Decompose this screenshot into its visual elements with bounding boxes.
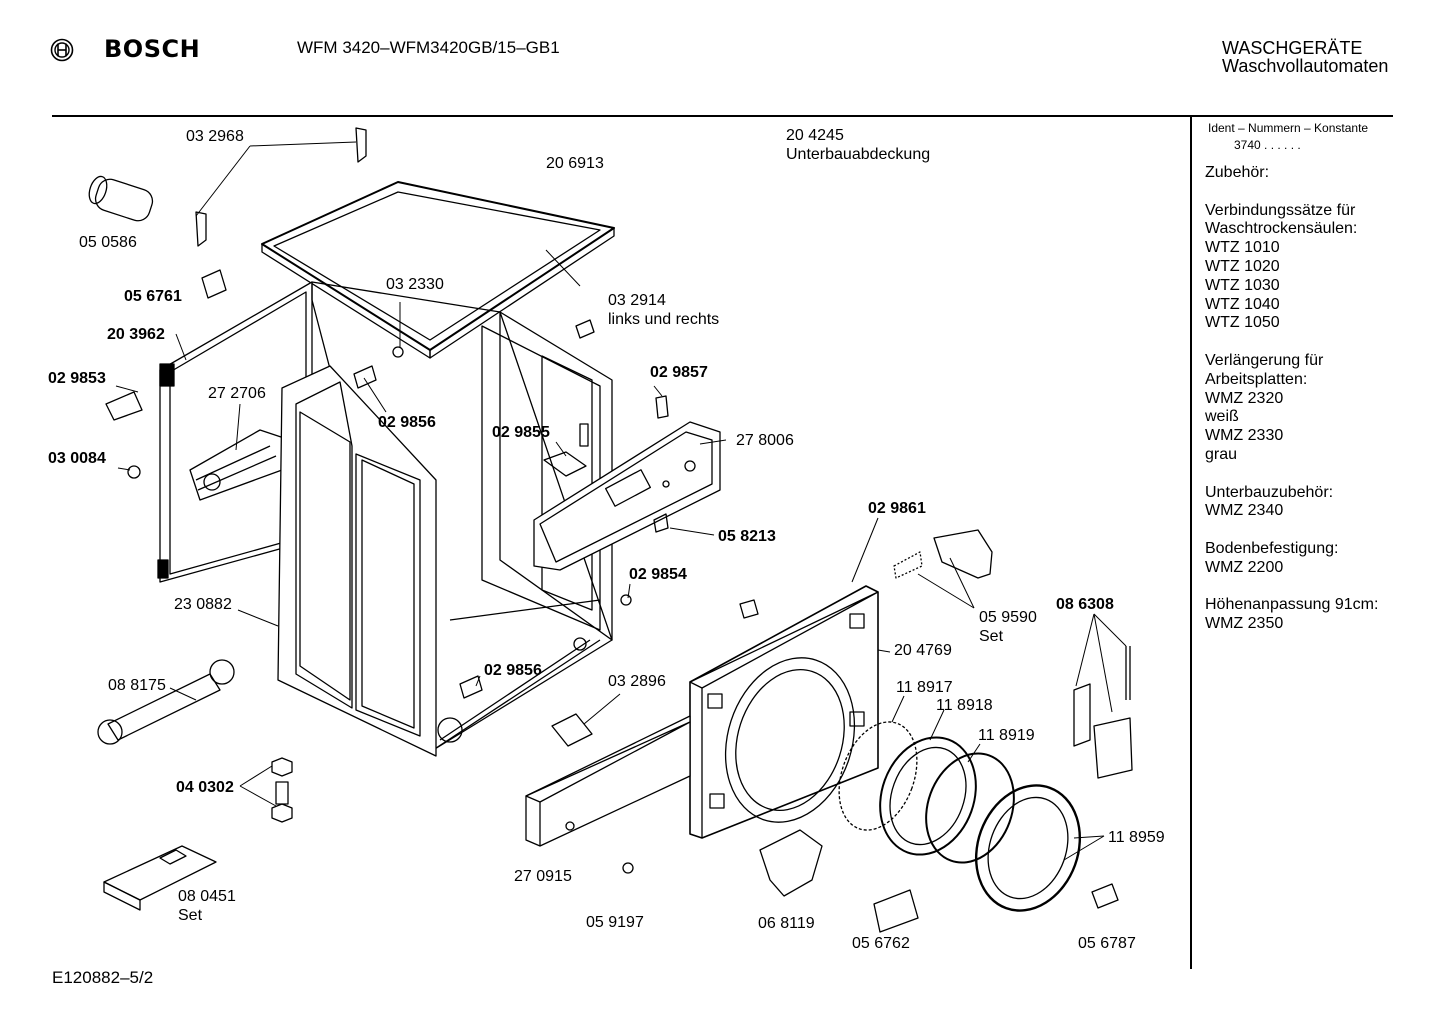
accessory-line: Zubehör: <box>1205 164 1270 181</box>
part-label-270915: 27 0915 <box>514 868 572 885</box>
part-label-040302: 04 0302 <box>176 779 234 796</box>
part-label-059197: 05 9197 <box>586 914 644 931</box>
part-label-230882: 23 0882 <box>174 596 232 613</box>
top-cover-part <box>261 181 615 359</box>
ident-value: 3740 . . . . . . <box>1234 138 1301 152</box>
part-note-080451: Set <box>178 907 203 924</box>
part-label-029855: 02 9855 <box>492 424 550 441</box>
hinge-part <box>893 529 993 579</box>
spanner-part <box>97 659 235 745</box>
accessory-line: WTZ 1010 <box>1205 239 1280 257</box>
part-label-118918: 11 8918 <box>936 697 993 714</box>
part-label-278006: 27 8006 <box>736 432 794 449</box>
part-label-032914: 03 2914 <box>608 292 666 309</box>
part-label-118919: 11 8919 <box>978 727 1035 744</box>
part-label-206913: 20 6913 <box>546 155 604 172</box>
clip-032968-part <box>195 127 367 247</box>
nut-bolt-part <box>271 757 293 823</box>
side-panel-part <box>277 365 437 757</box>
category-subtitle: Waschvollautomaten <box>1222 56 1389 76</box>
part-label-204769: 20 4769 <box>894 642 952 659</box>
accessory-line: Höhenanpassung 91cm: <box>1205 596 1379 614</box>
foot-plate-part <box>103 845 217 911</box>
brand-name: BOSCH <box>104 35 201 63</box>
accessory-line: WTZ 1040 <box>1205 295 1280 313</box>
accessory-line: WMZ 2330 <box>1205 427 1284 445</box>
part-label-050586: 05 0586 <box>79 234 137 251</box>
part-label-030084: 03 0084 <box>48 450 106 467</box>
part-label-088175: 08 8175 <box>108 677 166 694</box>
accessory-line: Bodenbefestigung: <box>1205 539 1339 557</box>
front-panel-part <box>689 585 879 839</box>
accessory-line: WTZ 1020 <box>1205 257 1280 275</box>
header-divider <box>52 115 1393 117</box>
sidebar-divider <box>1190 117 1192 969</box>
part-label-029854: 02 9854 <box>629 566 687 583</box>
part-note-059590: Set <box>979 628 1004 645</box>
part-label-029853: 02 9853 <box>48 370 106 387</box>
part-label-118917: 11 8917 <box>896 679 953 696</box>
part-label-272706: 27 2706 <box>208 385 266 402</box>
door-ring-parts <box>838 721 1082 912</box>
accessory-line: WMZ 2320 <box>1205 389 1284 407</box>
plinth-part <box>525 715 691 847</box>
small-clips-part <box>105 269 759 874</box>
model-title: WFM 3420–WFM3420GB/15–GB1 <box>297 38 560 57</box>
part-label-118959: 11 8959 <box>1108 829 1165 846</box>
part-label-203962: 20 3962 <box>107 326 165 343</box>
part-label-029856-lower: 02 9856 <box>484 662 542 679</box>
part-label-032896: 03 2896 <box>608 673 666 690</box>
accessory-line: WTZ 1050 <box>1205 314 1280 332</box>
part-label-086308: 08 6308 <box>1056 596 1114 613</box>
part-label-029857: 02 9857 <box>650 364 708 381</box>
accessory-line: Verbindungssätze für <box>1205 201 1356 219</box>
part-label-204245: 20 4245 <box>786 127 844 144</box>
doc-code: E120882–5/2 <box>52 968 154 987</box>
part-label-029861: 02 9861 <box>868 500 926 517</box>
pump-filter-part <box>88 175 154 222</box>
ident-title: Ident – Nummern – Konstante <box>1208 121 1369 135</box>
leader-lines <box>115 141 1127 861</box>
part-label-032968: 03 2968 <box>186 128 244 145</box>
accessory-line: WMZ 2350 <box>1205 615 1284 633</box>
part-label-032330: 03 2330 <box>386 276 444 293</box>
stacking-kit-part <box>1073 646 1133 779</box>
door-handle-part <box>759 829 823 897</box>
part-label-029856-upper: 02 9856 <box>378 414 436 431</box>
part-name-204245: Unterbauabdeckung <box>786 146 931 163</box>
latch-bracket-part <box>873 883 1119 933</box>
part-label-068119: 06 8119 <box>758 915 815 932</box>
accessory-line: grau <box>1205 445 1238 463</box>
category-title: WASCHGERÄTE <box>1222 38 1363 58</box>
cabinet-frame-part <box>311 281 613 753</box>
part-label-058213: 05 8213 <box>718 528 776 545</box>
accessory-line: WTZ 1030 <box>1205 276 1280 294</box>
part-label-056762: 05 6762 <box>852 935 910 952</box>
accessory-line: weiß <box>1205 408 1239 426</box>
accessory-line: Waschtrockensäulen: <box>1205 220 1358 238</box>
accessory-line: WMZ 2200 <box>1205 558 1284 576</box>
accessory-line: Verlängerung für <box>1205 351 1324 369</box>
accessory-line: Arbeitsplatten: <box>1205 370 1308 388</box>
part-label-059590: 05 9590 <box>979 609 1037 626</box>
accessory-line: Unterbauzubehör: <box>1205 483 1334 501</box>
bosch-logo-icon <box>50 38 74 62</box>
part-label-080451: 08 0451 <box>178 888 236 905</box>
accessory-line: WMZ 2340 <box>1205 502 1284 520</box>
part-label-056761: 05 6761 <box>124 288 182 305</box>
part-note-032914: links und rechts <box>608 311 720 328</box>
part-label-056787: 05 6787 <box>1078 935 1136 952</box>
control-panel-part <box>533 421 721 571</box>
